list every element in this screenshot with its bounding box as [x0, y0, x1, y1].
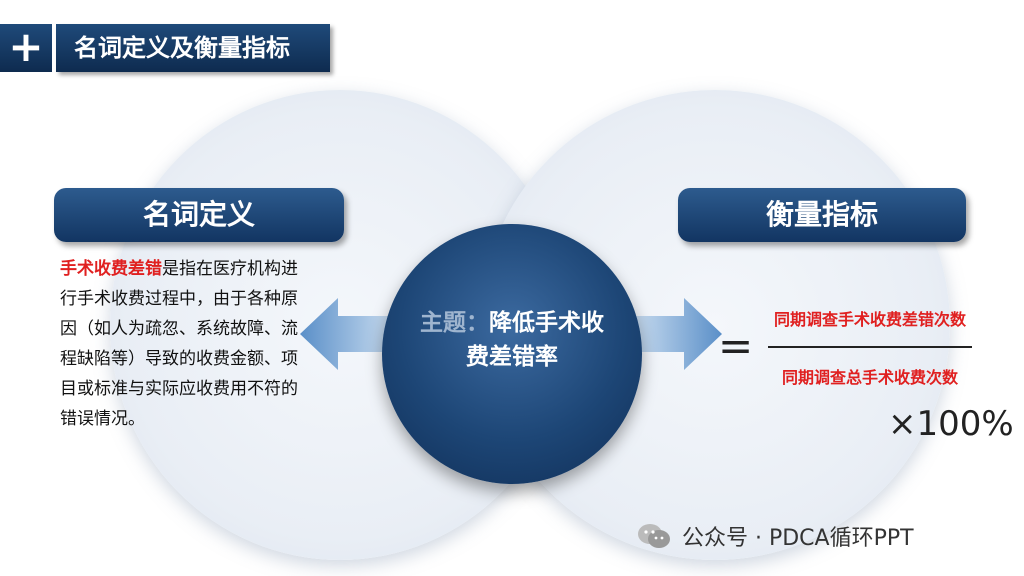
- footer: 公众号 · PDCA循环PPT: [636, 520, 914, 552]
- theme-text: 主题：降低手术收费差错率: [412, 306, 612, 374]
- formula-denominator: 同期调查总手术收费次数: [781, 368, 958, 387]
- page-title: 名词定义及衡量指标: [56, 24, 330, 72]
- footer-text: 公众号 · PDCA循环PPT: [682, 526, 914, 551]
- plus-icon: +: [0, 24, 52, 72]
- left-arrow-icon: [300, 298, 406, 370]
- wechat-icon: [638, 524, 670, 548]
- formula-numerator: 同期调查手术收费差错次数: [773, 310, 966, 329]
- definition-text: 手术收费差错是指在医疗机构进行手术收费过程中，由于各种原因（如人为疏忽、系统故障…: [60, 254, 310, 434]
- fraction-line: [768, 346, 972, 348]
- equals-sign: =: [718, 321, 754, 370]
- theme-title: 降低手术收费差错率: [466, 310, 604, 370]
- definition-highlight: 手术收费差错: [60, 259, 162, 279]
- right-arrow-icon: [622, 298, 722, 370]
- indicator-heading: 衡量指标: [678, 188, 966, 242]
- definition-body: 是指在医疗机构进行手术收费过程中，由于各种原因（如人为疏忽、系统故障、流程缺陷等…: [60, 259, 298, 429]
- theme-label: 主题：: [420, 310, 489, 336]
- formula-multiplier: ×100%: [888, 404, 1014, 444]
- theme-circle: [382, 224, 642, 484]
- definition-heading: 名词定义: [54, 188, 344, 242]
